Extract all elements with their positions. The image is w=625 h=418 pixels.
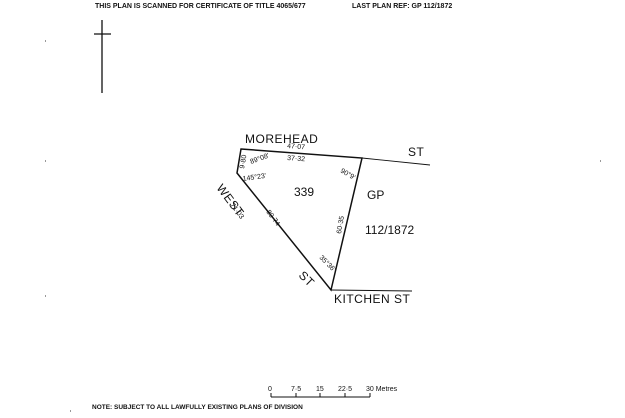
plan-number: 112/1872 bbox=[365, 223, 414, 237]
scale-label-7-5: 7·5 bbox=[291, 386, 301, 393]
kitchen-st-line bbox=[330, 289, 413, 292]
top-length: 47·07 bbox=[287, 143, 305, 151]
scale-label-22-5: 22·5 bbox=[338, 386, 352, 393]
margin-marks bbox=[45, 40, 601, 412]
lot-number: 339 bbox=[294, 185, 314, 199]
north-arrow-icon bbox=[94, 20, 111, 93]
top-left-bearing: 89°08' bbox=[249, 152, 270, 166]
street-name-kitchen: KITCHEN ST bbox=[334, 292, 411, 306]
bottom-angle: 35°36' bbox=[318, 254, 338, 274]
top-inner-length: 37·32 bbox=[287, 155, 305, 163]
right-length: 60·35 bbox=[336, 215, 346, 234]
last-plan-ref: LAST PLAN REF: GP 112/1872 bbox=[352, 3, 452, 10]
scale-label-0: 0 bbox=[268, 386, 272, 393]
diagonal-inner-length: 80·74 bbox=[264, 209, 280, 228]
footer-note: NOTE: SUBJECT TO ALL LAWFULLY EXISTING P… bbox=[92, 404, 303, 411]
street-suffix-morehead: ST bbox=[408, 145, 425, 159]
scale-label-30: 30 Metres bbox=[366, 386, 398, 393]
left-short-length: 9·80 bbox=[239, 154, 248, 169]
right-angle-top: 90°9' bbox=[339, 167, 357, 182]
scale-label-15: 15 bbox=[316, 386, 324, 393]
street-name-morehead: MOREHEAD bbox=[245, 132, 318, 146]
scale-bar: 0 7·5 15 22·5 30 Metres bbox=[268, 386, 398, 398]
scan-note: THIS PLAN IS SCANNED FOR CERTIFICATE OF … bbox=[95, 3, 306, 10]
street-suffix-west: ST bbox=[296, 268, 318, 290]
morehead-st-line bbox=[361, 157, 431, 166]
gp-label: GP bbox=[367, 188, 384, 202]
left-angle: 145°23' bbox=[242, 172, 266, 183]
